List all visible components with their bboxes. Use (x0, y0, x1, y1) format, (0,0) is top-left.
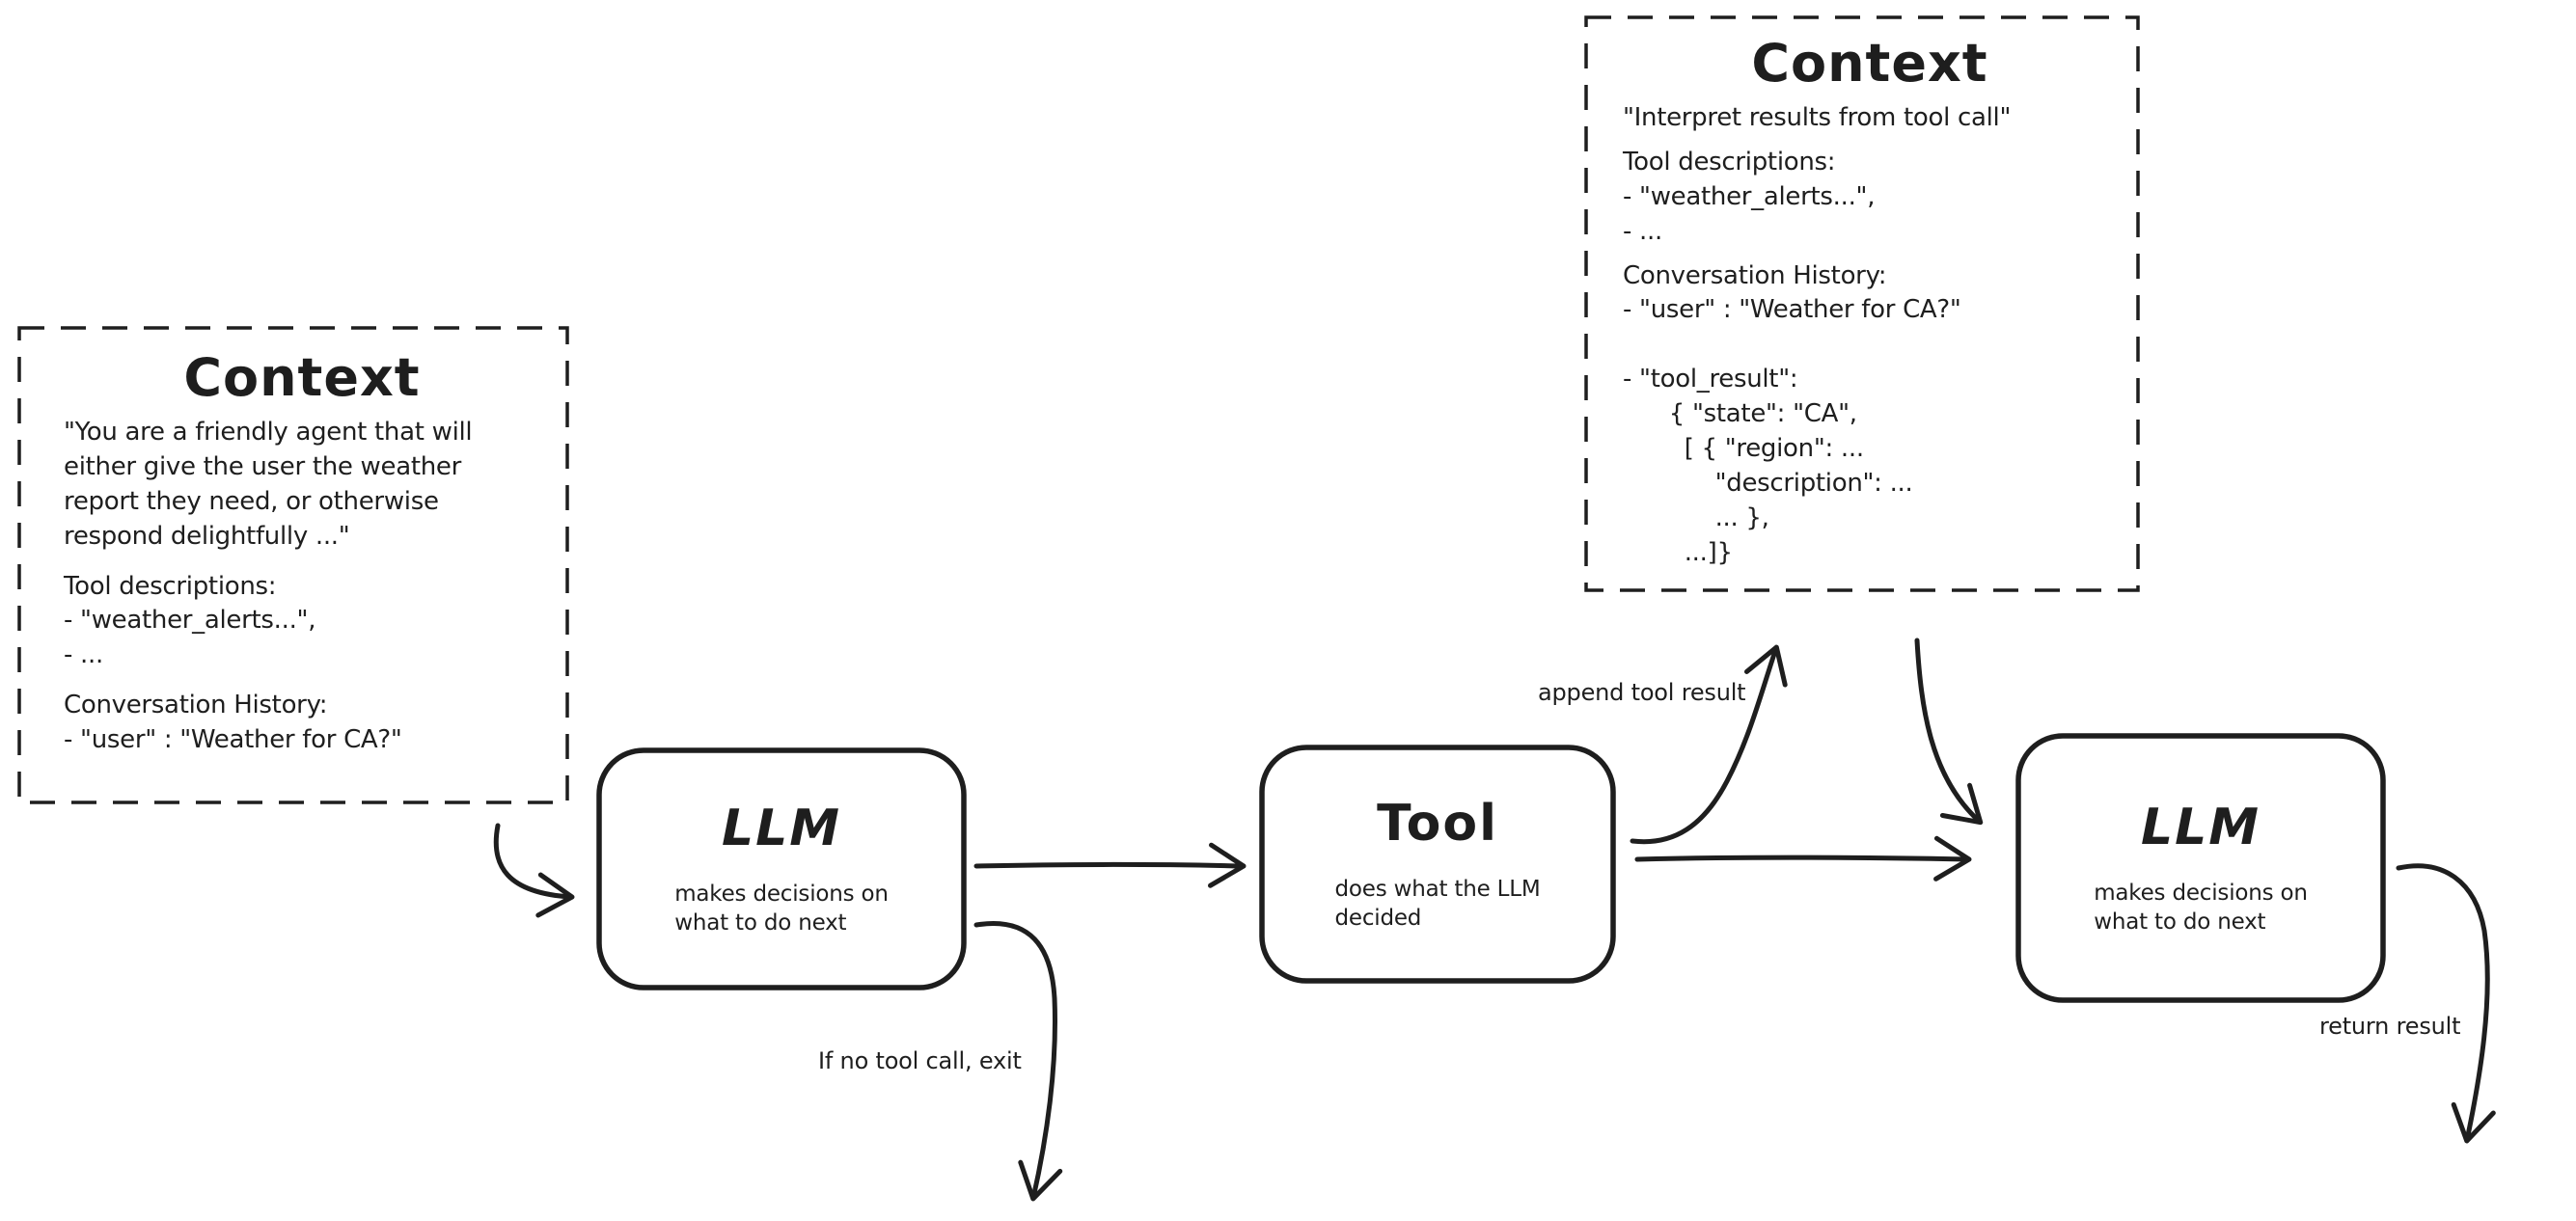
context-top-tool-descriptions: Tool descriptions: - "weather_alerts..."… (1623, 147, 1876, 246)
llm-second-box-outline (2015, 733, 2386, 1003)
arrow-llm-second-return (2396, 863, 2496, 1144)
llm-first-box-outline (596, 747, 967, 990)
tool-subtitle: does what the LLM decided (1334, 877, 1541, 931)
llm-second-title: LLM (2140, 799, 2261, 857)
append-tool-result-label: append tool result (1538, 679, 1746, 706)
context-top-system-prompt: "Interpret results from tool call" (1623, 103, 2012, 132)
no-tool-call-exit-label: If no tool call, exit (818, 1047, 1022, 1074)
tool-box-outline (1259, 745, 1616, 984)
context-left-box-outline (17, 326, 569, 804)
context-top-box-outline (1584, 15, 2140, 592)
context-left-conversation-history: Conversation History: - "user" : "Weathe… (64, 691, 402, 754)
context-left-title: Context (183, 347, 421, 408)
arrow-llm-first-to-tool (973, 842, 1247, 888)
llm-first-node: LLM makes decisions on what to do next (599, 750, 964, 988)
arrow-tool-to-llm-second (1634, 835, 1972, 882)
context-top-title: Context (1751, 33, 1988, 94)
arrow-tool-to-context-top (1630, 644, 1788, 845)
llm-second-node: LLM makes decisions on what to do next (2018, 736, 2383, 1000)
tool-title: Tool (1377, 795, 1498, 854)
context-top-conversation-history: Conversation History: - "user" : "Weathe… (1623, 260, 1961, 567)
llm-first-subtitle: makes decisions on what to do next (674, 882, 889, 936)
context-top-box: Context "Interpret results from tool cal… (1586, 17, 2138, 590)
return-result-label: return result (2319, 1013, 2461, 1040)
llm-second-subtitle: makes decisions on what to do next (2094, 881, 2308, 935)
arrow-llm-first-exit (973, 921, 1063, 1202)
arrow-context-top-to-llm-second (1914, 638, 1984, 826)
tool-node: Tool does what the LLM decided (1262, 747, 1613, 981)
context-left-box: Context "You are a friendly agent that w… (19, 328, 567, 802)
arrow-context-left-to-llm-first (493, 823, 575, 918)
context-left-system-prompt: "You are a friendly agent that will eith… (64, 418, 473, 551)
context-left-tool-descriptions: Tool descriptions: - "weather_alerts..."… (64, 571, 316, 670)
llm-first-title: LLM (721, 800, 841, 858)
